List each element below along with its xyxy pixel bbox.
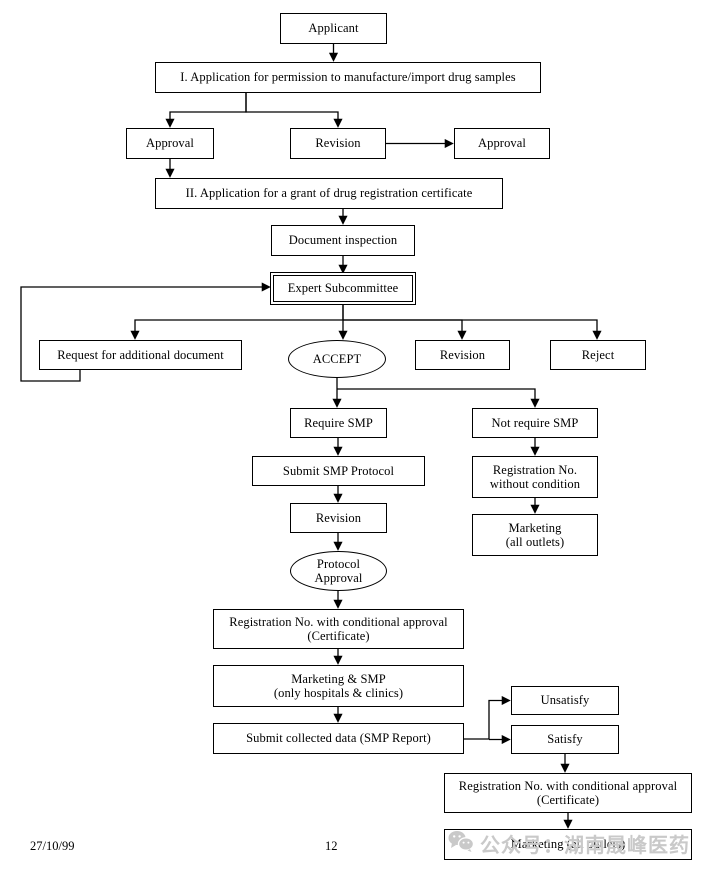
node-approval-1: Approval (126, 128, 214, 159)
footer-page-number: 12 (325, 839, 338, 853)
node-label: Expert Subcommittee (287, 281, 399, 296)
node-reject: Reject (550, 340, 646, 370)
node-expert-subcommittee: Expert Subcommittee (273, 275, 413, 302)
node-label: Revision (439, 347, 486, 362)
node-revision-3: Revision (290, 503, 387, 533)
footer-date: 27/10/99 (30, 839, 75, 853)
node-label: Require SMP (304, 415, 373, 430)
node-marketing-smp: Marketing & SMP(only hospitals & clinics… (213, 665, 464, 707)
node-accept: ACCEPT (288, 340, 386, 378)
node-document-inspection: Document inspection (271, 225, 415, 256)
node-label: Registration No.without condition (489, 462, 581, 491)
node-marketing-all-1: Marketing(all outlets) (472, 514, 598, 556)
node-submit-smp-protocol: Submit SMP Protocol (252, 456, 425, 486)
node-label: II. Application for a grant of drug regi… (185, 186, 473, 201)
node-label: Unsatisfy (540, 693, 590, 708)
node-approval-2: Approval (454, 128, 550, 159)
node-label: Registration No. with conditional approv… (229, 614, 448, 643)
node-label: Satisfy (547, 732, 583, 747)
node-submit-collected: Submit collected data (SMP Report) (213, 723, 464, 754)
node-applicant: Applicant (280, 13, 387, 44)
node-label: Revision (315, 510, 362, 525)
node-label: Submit collected data (SMP Report) (246, 731, 431, 746)
node-request-document: Request for additional document (39, 340, 242, 370)
node-reg-conditional-2: Registration No. with conditional approv… (444, 773, 692, 813)
node-revision-2: Revision (415, 340, 510, 370)
node-label: Registration No. with conditional approv… (458, 778, 678, 807)
node-unsatisfy: Unsatisfy (511, 686, 619, 715)
node-satisfy: Satisfy (511, 725, 619, 754)
node-label: Not require SMP (491, 415, 579, 430)
node-label: Request for additional document (57, 347, 224, 362)
node-reg-conditional-1: Registration No. with conditional approv… (213, 609, 464, 649)
node-registration-no-cond: Registration No.without condition (472, 456, 598, 498)
node-label: Marketing & SMP(only hospitals & clinics… (273, 671, 404, 700)
node-marketing-all-2: Marketing (all outlets) (444, 829, 692, 860)
node-label: ACCEPT (312, 351, 362, 366)
node-require-smp: Require SMP (290, 408, 387, 438)
node-label: Document inspection (288, 233, 398, 248)
node-label: Revision (315, 136, 361, 151)
node-label: Approval (477, 136, 526, 151)
node-label: Submit SMP Protocol (282, 463, 395, 478)
node-revision-1: Revision (290, 128, 386, 159)
node-label: Marketing(all outlets) (505, 520, 565, 549)
node-label: Applicant (308, 21, 359, 36)
node-label: I. Application for permission to manufac… (180, 70, 516, 85)
node-label: Reject (581, 347, 615, 362)
node-app-grant: II. Application for a grant of drug regi… (155, 178, 503, 209)
node-not-require-smp: Not require SMP (472, 408, 598, 438)
node-label: Marketing (all outlets) (510, 837, 626, 852)
node-app-permission: I. Application for permission to manufac… (155, 62, 541, 93)
node-label: Approval (145, 136, 194, 151)
